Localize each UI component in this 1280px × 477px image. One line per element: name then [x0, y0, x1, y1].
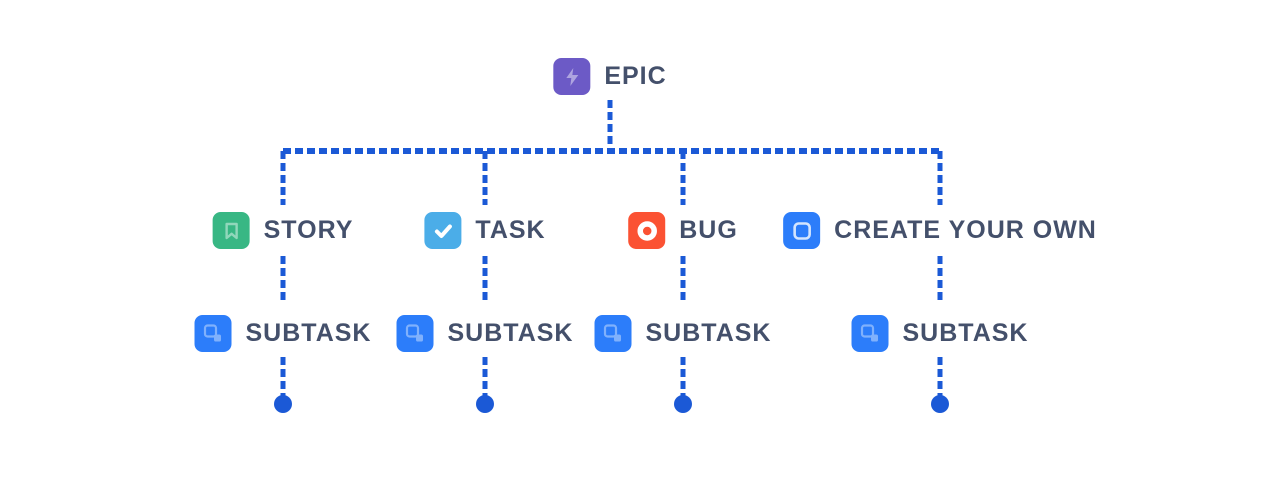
- node-create-your-own: CREATE YOUR OWN: [783, 212, 1097, 249]
- story-label: STORY: [263, 216, 354, 244]
- subtask-icon: [194, 315, 232, 352]
- custom-issue-icon: [783, 212, 821, 249]
- node-subtask-3: SUBTASK: [594, 315, 772, 352]
- node-subtask-1: SUBTASK: [194, 315, 372, 352]
- story-bookmark-icon: [212, 212, 250, 249]
- node-subtask-2: SUBTASK: [396, 315, 574, 352]
- node-story: STORY: [212, 212, 354, 249]
- subtask-icon: [396, 315, 434, 352]
- create-your-own-label: CREATE YOUR OWN: [834, 216, 1097, 244]
- node-subtask-4: SUBTASK: [851, 315, 1029, 352]
- node-bug: BUG: [628, 212, 738, 249]
- subtask-label: SUBTASK: [245, 319, 372, 347]
- subtask-icon: [594, 315, 632, 352]
- subtask-label: SUBTASK: [447, 319, 574, 347]
- subtask-label: SUBTASK: [645, 319, 772, 347]
- epic-lightning-icon: [553, 58, 591, 95]
- node-epic: EPIC: [553, 58, 666, 95]
- task-check-icon: [424, 212, 462, 249]
- epic-label: EPIC: [604, 62, 667, 90]
- subtask-label: SUBTASK: [902, 319, 1029, 347]
- bug-circle-icon: [628, 212, 666, 249]
- connector-end-dots: [274, 395, 949, 413]
- node-task: TASK: [424, 212, 545, 249]
- bug-label: BUG: [679, 216, 738, 244]
- subtask-icon: [851, 315, 889, 352]
- task-label: TASK: [475, 216, 546, 244]
